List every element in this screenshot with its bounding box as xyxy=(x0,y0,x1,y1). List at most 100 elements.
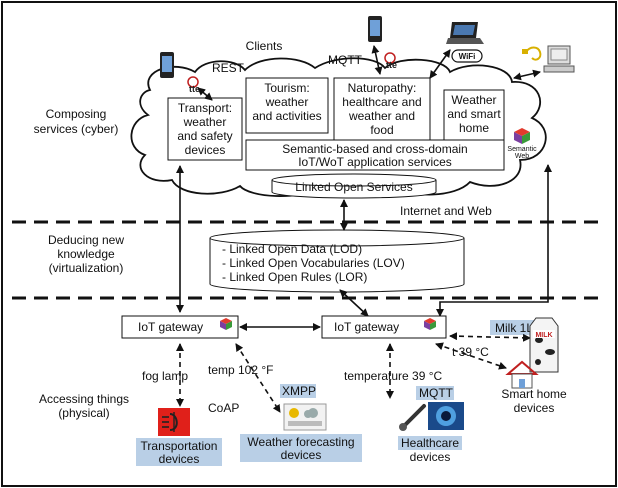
transport-service-label: weather xyxy=(183,115,227,129)
healthcare-label: devices xyxy=(410,450,451,464)
svg-text:Linked Open Services: Linked Open Services xyxy=(295,180,412,194)
svg-text:Semantic: Semantic xyxy=(507,146,537,153)
svg-text:IoT/WoT application services: IoT/WoT application services xyxy=(298,155,452,169)
svg-text:XMPP: XMPP xyxy=(282,384,316,398)
svg-text:devices: devices xyxy=(514,401,555,415)
svg-text:tte: tte xyxy=(386,60,397,70)
milk-carton-text: MILK xyxy=(535,332,552,339)
transport-service-label: and safety xyxy=(177,129,232,143)
cloud-to-right-gateway-arrow xyxy=(436,164,552,317)
naturopathy-service-box xyxy=(333,77,431,141)
svg-text:CoAP: CoAP xyxy=(208,401,239,415)
iot-gateway-right xyxy=(321,315,447,339)
healthcare-label: Healthcare xyxy=(401,436,459,450)
svg-text:MILK: MILK xyxy=(535,332,552,339)
svg-text:Weather: Weather xyxy=(451,93,496,107)
svg-text:tte: tte xyxy=(189,84,200,94)
internet-web-label: Internet and Web xyxy=(400,204,492,218)
svg-text:WiFi: WiFi xyxy=(459,52,476,61)
smart-home-label: Smart home xyxy=(501,387,567,401)
wifi-label: WiFi xyxy=(459,52,476,61)
svg-text:- Linked Open Rules (LOR): - Linked Open Rules (LOR) xyxy=(222,270,367,284)
rest-arrow xyxy=(197,87,213,101)
svg-text:healthcare and: healthcare and xyxy=(342,95,421,109)
svg-text:and safety: and safety xyxy=(177,129,232,143)
temp-label: temp 102 °F xyxy=(208,363,274,377)
svg-text:fog lamp: fog lamp xyxy=(142,369,188,383)
svg-text:weather: weather xyxy=(183,115,227,129)
svg-text:Internet and Web: Internet and Web xyxy=(400,204,492,218)
svg-text:and smart: and smart xyxy=(447,107,501,121)
svg-text:Transport:: Transport: xyxy=(178,101,232,115)
deducing-label: knowledge xyxy=(57,247,115,261)
weather-home-service-box xyxy=(443,89,505,141)
mqtt-arrow xyxy=(371,45,383,75)
svg-text:Transportation: Transportation xyxy=(141,439,218,453)
svg-text:MQTT: MQTT xyxy=(328,53,363,67)
tourism-service-box xyxy=(245,77,329,134)
accessing-label: Accessing things xyxy=(39,392,129,406)
composing-label: Composing xyxy=(46,107,107,121)
milk-carton-icon: MILK xyxy=(529,317,559,373)
fog-lamp-icon xyxy=(158,408,190,436)
smartphone-icon xyxy=(160,52,174,78)
svg-text:devices: devices xyxy=(410,450,451,464)
weather-home-service-label: Weather xyxy=(451,93,496,107)
svg-text:IoT gateway: IoT gateway xyxy=(138,320,203,334)
iot-gateway-right-label: IoT gateway xyxy=(334,320,399,334)
desktop-arrow xyxy=(513,69,541,81)
svg-text:Clients: Clients xyxy=(246,39,283,53)
house-icon xyxy=(505,360,539,389)
weather-station-icon xyxy=(283,403,327,431)
semantic-web-icon xyxy=(220,318,232,330)
transport-service-label: devices xyxy=(185,143,226,157)
accessing-label: (physical) xyxy=(58,406,109,420)
transport-service-box xyxy=(167,97,243,161)
iot-gateway-left xyxy=(121,315,239,339)
svg-text:- Linked Open Data (LOD): - Linked Open Data (LOD) xyxy=(222,242,362,256)
svg-text:Tourism:: Tourism: xyxy=(264,81,309,95)
svg-text:devices: devices xyxy=(281,448,322,462)
laptop-icon xyxy=(446,22,484,44)
milk-label: Milk 1L xyxy=(495,321,533,335)
transportation-label: devices xyxy=(159,452,200,466)
smart-home-label: devices xyxy=(514,401,555,415)
desktop-computer-icon xyxy=(543,45,575,73)
lod-item: - Linked Open Data (LOD) xyxy=(222,242,362,256)
semantic-web-label: Semantic xyxy=(507,146,537,153)
svg-text:devices: devices xyxy=(159,452,200,466)
semantic-based-label: Semantic-based and cross-domain xyxy=(282,142,467,156)
tourism-service-label: Tourism: xyxy=(264,81,309,95)
linked-open-data-cylinder xyxy=(209,229,465,293)
svg-text:Healthcare: Healthcare xyxy=(401,436,459,450)
svg-text:Milk 1L: Milk 1L xyxy=(495,321,533,335)
tourism-service-label: and activities xyxy=(252,109,321,123)
tte-logo-icon: tte xyxy=(384,52,397,70)
thermometer-icon xyxy=(399,404,426,431)
composing-label: services (cyber) xyxy=(34,122,119,136)
svg-text:temp 102 °F: temp 102 °F xyxy=(208,363,274,377)
fog-lamp-label: fog lamp xyxy=(142,369,188,383)
smart-home-arrow xyxy=(435,342,507,370)
wifi-logo-icon: WiFi xyxy=(451,49,483,63)
svg-text:Smart home: Smart home xyxy=(501,387,567,401)
svg-text:Deducing new: Deducing new xyxy=(48,233,124,247)
weather-home-service-label: and smart xyxy=(447,107,501,121)
iot-gateway-left-label: IoT gateway xyxy=(138,320,203,334)
svg-text:Semantic-based and cross-domai: Semantic-based and cross-domain xyxy=(282,142,467,156)
semantic-web-icon xyxy=(514,128,530,144)
svg-text:(virtualization): (virtualization) xyxy=(49,261,124,275)
tte-label: tte xyxy=(189,84,200,94)
naturopathy-service-label: healthcare and xyxy=(342,95,421,109)
lod-item: - Linked Open Vocabularies (LOV) xyxy=(222,256,405,270)
semantic-based-label: IoT/WoT application services xyxy=(298,155,452,169)
milk-arrow xyxy=(449,332,531,342)
weather-forecasting-label: Weather forecasting xyxy=(247,435,354,449)
tte-label: tte xyxy=(386,60,397,70)
clients-label: Clients xyxy=(246,39,283,53)
transportation-label: Transportation xyxy=(141,439,218,453)
temperature-label: temperature 39 °C xyxy=(344,369,443,383)
lod-to-right-gateway-arrow xyxy=(339,289,369,317)
deducing-label: Deducing new xyxy=(48,233,124,247)
